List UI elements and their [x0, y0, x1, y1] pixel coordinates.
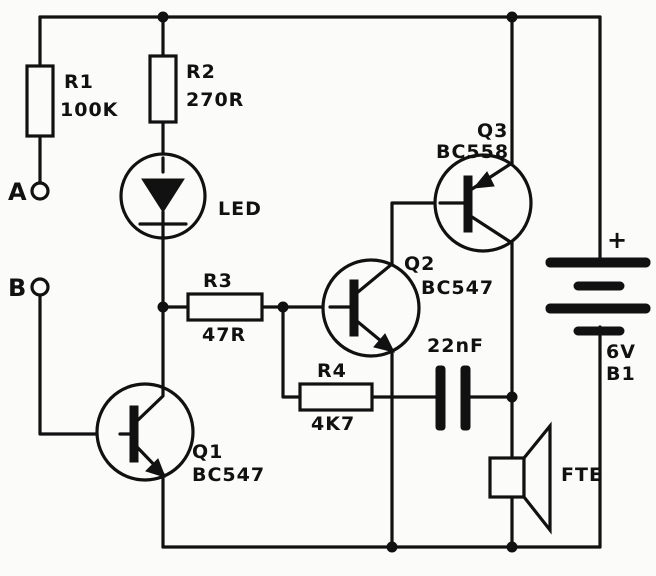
r1-value: 100K — [60, 99, 119, 121]
speaker-magnet — [488, 456, 526, 499]
b-to-q1-base-wire — [38, 294, 122, 436]
q2-emitter-arrow — [373, 333, 395, 353]
junction-dot — [506, 541, 518, 553]
resistor-r1: R1 100K — [25, 64, 119, 138]
r2-ref: R2 — [186, 61, 216, 83]
q1-body — [95, 382, 195, 482]
q2-ref: Q2 — [404, 253, 435, 275]
junction-dot — [386, 541, 398, 553]
q3-base-bar — [463, 175, 473, 233]
battery-voltage: 6V — [606, 341, 636, 363]
speaker-cone — [522, 421, 552, 535]
terminal-b-label: B — [8, 274, 26, 302]
transistor-q1: Q1 BC547 — [95, 382, 265, 486]
q3-collector — [470, 215, 514, 245]
cap-plate-left — [435, 365, 446, 431]
terminal-b: B — [8, 274, 50, 302]
r4-wire — [281, 305, 438, 399]
q1-part: BC547 — [192, 464, 265, 486]
r4-ref: R4 — [317, 360, 347, 382]
led: LED — [119, 152, 262, 240]
transistor-q3: Q3 BC558 — [433, 120, 533, 253]
r2-value: 270R — [186, 89, 244, 111]
battery-plate — [573, 281, 625, 291]
capacitor-22nf: 22nF — [427, 335, 484, 431]
junction-dot — [277, 301, 289, 313]
terminal-a: A — [8, 178, 50, 206]
junction-dot — [157, 301, 169, 313]
speaker-label: FTE — [561, 464, 603, 486]
q1-ref: Q1 — [192, 441, 223, 463]
led-label: LED — [218, 198, 262, 220]
wires — [38, 15, 602, 549]
q2-part: BC547 — [421, 277, 494, 299]
battery-plus: + — [607, 226, 627, 254]
terminal-b-circle — [30, 277, 50, 297]
battery-plate — [573, 326, 625, 336]
battery-plate — [545, 257, 651, 268]
speaker-fte: FTE — [488, 421, 603, 535]
q1-base-bar — [129, 405, 139, 463]
q3-body — [433, 153, 533, 253]
q3-part: BC558 — [436, 141, 509, 163]
junction-dot — [506, 391, 518, 403]
q1-emitter-arrow — [145, 458, 166, 478]
transistor-q2: Q2 BC547 — [321, 253, 494, 358]
junction-dots — [157, 11, 518, 553]
r2-body — [148, 54, 178, 124]
q2-collector-wire — [390, 201, 442, 266]
junction-dot — [506, 11, 518, 23]
terminal-a-label: A — [8, 178, 27, 206]
junction-dot — [157, 11, 169, 23]
r1-ref: R1 — [64, 71, 94, 93]
q3-ref: Q3 — [477, 120, 508, 142]
r3-value: 47R — [202, 324, 246, 346]
q3-emitter-arrow — [472, 171, 495, 189]
resistor-r3: R3 47R — [186, 270, 264, 346]
q2-collector — [356, 262, 394, 294]
resistor-r2: R2 270R — [148, 54, 244, 124]
battery-b1: + 6V B1 — [545, 226, 651, 385]
r1-body — [25, 64, 55, 138]
battery-plate — [545, 303, 651, 314]
r4-value: 4K7 — [311, 413, 355, 435]
q2-body — [321, 258, 421, 358]
r3-ref: R3 — [203, 270, 233, 292]
cap-plate-right — [460, 365, 471, 431]
capacitor-value: 22nF — [427, 335, 484, 357]
terminal-a-circle — [30, 181, 50, 201]
led-triangle — [141, 178, 185, 213]
r3-body — [186, 292, 264, 322]
q2-base-bar — [349, 279, 359, 337]
resistor-r4: R4 4K7 — [298, 360, 374, 435]
battery-ref: B1 — [606, 363, 636, 385]
q1-collector — [136, 384, 165, 422]
r4-body — [298, 382, 374, 412]
